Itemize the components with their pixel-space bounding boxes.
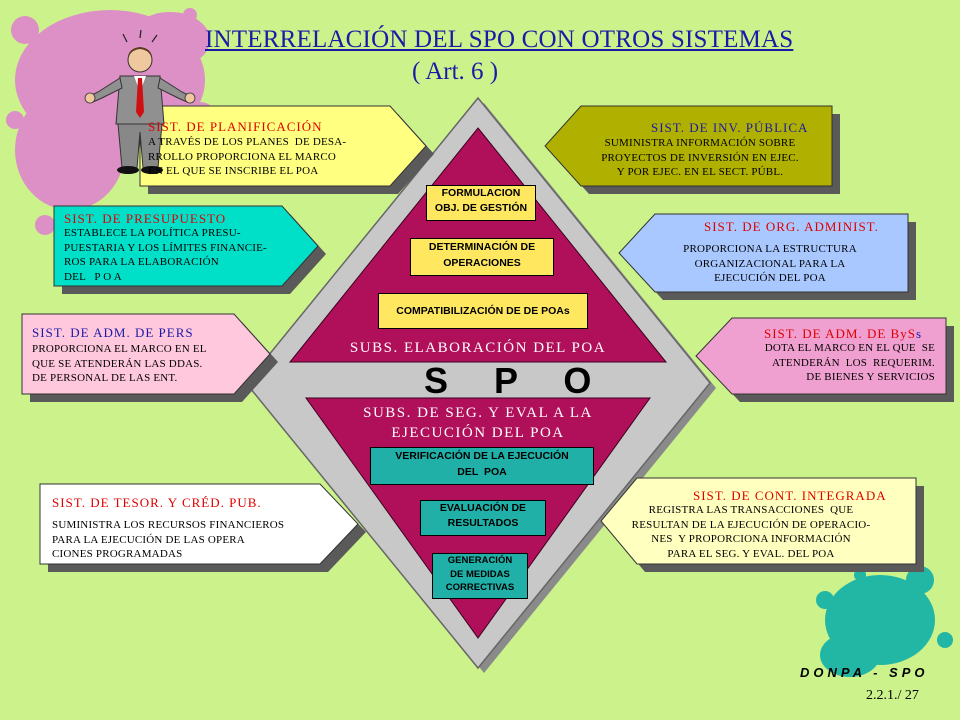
panel-inv-publica (544, 105, 840, 194)
tesoreria-body: SUMINISTRA LOS RECURSOS FINANCIEROS PARA… (52, 519, 285, 560)
page-number: 2.2.1./ 27 (866, 688, 919, 703)
cont-integrada-body: REGISTRA LAS TRANSACCIONES QUE RESULTAN … (631, 504, 871, 560)
planificacion-heading: SIST. DE PLANIFICACIÓN (148, 119, 323, 134)
panel-presupuesto (53, 205, 326, 294)
subs-seguimiento-label: SUBS. DE SEG. Y EVAL A LA EJECUCIÓN DEL … (363, 405, 593, 441)
presupuesto-body: ESTABLECE LA POLÍTICA PRESU- PUESTARIA Y… (64, 227, 267, 283)
businessman-figure (84, 29, 196, 174)
box-compatibilizacion: COMPATIBILIZACIÓN DE DE POAs (378, 293, 588, 329)
brand-label: DONPA - SPO (800, 665, 929, 680)
presupuesto-heading: SIST. DE PRESUPUESTO (64, 211, 227, 226)
inv-publica-body: SUMINISTRA INFORMACIÓN SOBRE PROYECTOS D… (601, 137, 799, 178)
spo-label: S P O (424, 360, 610, 401)
page-title: INTERRELACIÓN DEL SPO CON OTROS SISTEMAS (205, 26, 794, 53)
inv-publica-heading: SIST. DE INV. PÚBLICA (651, 120, 809, 135)
teal-splash (816, 566, 953, 677)
box-determinacion: DETERMINACIÓN DE OPERACIONES (410, 238, 554, 276)
panel-org-admin (618, 213, 916, 300)
page-subtitle: ( Art. 6 ) (412, 58, 499, 85)
adm-pers-heading: SIST. DE ADM. DE PERS (32, 325, 194, 340)
subs-elaboracion-label: SUBS. ELABORACIÓN DEL POA (349, 340, 607, 356)
panel-tesoreria (39, 483, 366, 572)
adm-bys-body: DOTA EL MARCO EN EL QUE SE ATENDERÁN LOS… (764, 342, 935, 383)
tesoreria-heading: SIST. DE TESOR. Y CRÉD. PUB. (52, 495, 262, 510)
panel-cont-integrada (600, 477, 924, 572)
panel-adm-pers (21, 313, 278, 402)
org-admin-body: PROPORCIONA LA ESTRUCTURA ORGANIZACIONAL… (683, 243, 857, 284)
box-verificacion: VERIFICACIÓN DE LA EJECUCIÓN DEL POA (370, 447, 594, 485)
panel-adm-bys (695, 317, 954, 402)
adm-bys-heading: SIST. DE ADM. DE BySs (764, 326, 923, 341)
org-admin-heading: SIST. DE ORG. ADMINIST. (704, 219, 879, 234)
adm-pers-body: PROPORCIONA EL MARCO EN EL QUE SE ATENDE… (32, 343, 207, 384)
box-evaluacion: EVALUACIÓN DE RESULTADOS (420, 500, 546, 536)
planificacion-body: A TRAVÉS DE LOS PLANES DE DESA- RROLLO P… (148, 136, 347, 177)
box-generacion: GENERACIÓN DE MEDIDAS CORRECTIVAS (432, 553, 528, 599)
panel-planificacion (139, 105, 434, 194)
diamond-frame (245, 96, 711, 670)
box-formulacion: FORMULACION OBJ. DE GESTIÓN (426, 185, 536, 221)
cont-integrada-heading: SIST. DE CONT. INTEGRADA (693, 488, 887, 503)
